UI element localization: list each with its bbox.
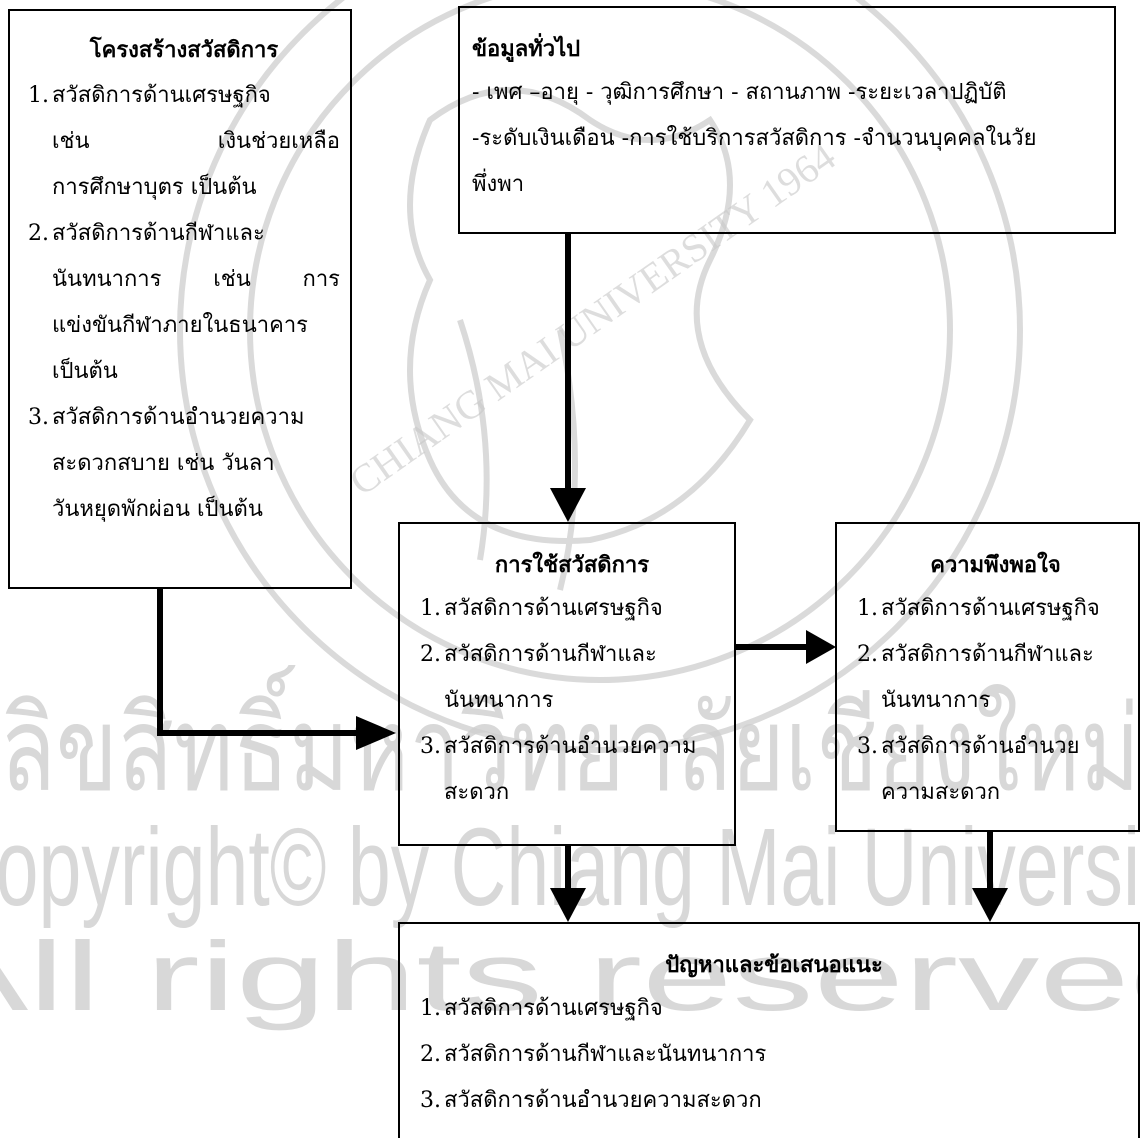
item-text: สวัสดิการด้านกีฬาและนันทนาการ bbox=[881, 632, 1134, 724]
general-info-box: ข้อมูลทั่วไป - เพศ –อายุ - วุฒิการศึกษา … bbox=[458, 6, 1116, 234]
item-line: สวัสดิการด้านกีฬาและนันทนาการ bbox=[444, 1042, 767, 1067]
item-line: นันทนาการ เช่น การ bbox=[52, 267, 340, 292]
item-line: สวัสดิการด้านเศรษฐกิจ bbox=[444, 596, 663, 621]
item-line: เป็นต้น bbox=[52, 359, 118, 384]
arrow-structure-to-usage bbox=[157, 588, 358, 736]
item-line: สะดวกสบาย เช่น วันลา bbox=[52, 451, 275, 476]
item-text: สวัสดิการด้านเศรษฐกิจ bbox=[881, 586, 1134, 632]
item-number: 3. bbox=[28, 405, 49, 430]
item-line: สวัสดิการด้านอำนวยความ bbox=[52, 405, 305, 430]
item-line: วันหยุดพักผ่อน เป็นต้น bbox=[52, 497, 263, 522]
item-text: สวัสดิการด้านอำนวยความสะดวก bbox=[444, 724, 724, 816]
item-line: เช่น เงินช่วยเหลือ bbox=[52, 129, 340, 154]
item-number: 1. bbox=[420, 596, 441, 621]
general-info-line: -ระดับเงินเดือน -การใช้บริการสวัสดิการ -… bbox=[472, 126, 1037, 151]
item-text: สวัสดิการด้านกีฬาและนันทนาการ bbox=[444, 1032, 1128, 1078]
problems-box: ปัญหาและข้อเสนอแนะ 1.สวัสดิการด้านเศรษฐก… bbox=[398, 922, 1140, 1138]
list-item: 2.สวัสดิการด้านกีฬาและนันทนาการ เช่น การ… bbox=[28, 211, 340, 395]
item-text: สวัสดิการด้านอำนวยความสะดวกสบาย เช่น วัน… bbox=[52, 395, 340, 533]
item-number: 1. bbox=[857, 596, 878, 621]
arrowhead-right-satisfaction bbox=[806, 630, 836, 664]
item-text: สวัสดิการด้านกีฬาและนันทนาการ เช่น การแข… bbox=[52, 211, 340, 395]
item-number: 2. bbox=[857, 642, 878, 667]
arrowhead-down-satisfaction bbox=[972, 888, 1008, 922]
list-item: 3.สวัสดิการด้านอำนวยความสะดวก bbox=[857, 724, 1134, 816]
item-text: สวัสดิการด้านเศรษฐกิจ bbox=[444, 586, 724, 632]
item-line: ความสะดวก bbox=[881, 780, 1001, 805]
item-line: นันทนาการ bbox=[444, 688, 554, 713]
item-line: สวัสดิการด้านอำนวยความ bbox=[444, 734, 697, 759]
list-item: 1.สวัสดิการด้านเศรษฐกิจ bbox=[857, 586, 1134, 632]
item-text: สวัสดิการด้านกีฬาและนันทนาการ bbox=[444, 632, 724, 724]
item-line: แข่งขันกีฬาภายในธนาคาร bbox=[52, 313, 308, 338]
usage-title: การใช้สวัสดิการ bbox=[494, 552, 650, 578]
item-number: 2. bbox=[28, 221, 49, 246]
item-text: สวัสดิการด้านอำนวยความสะดวก bbox=[881, 724, 1134, 816]
list-item: 2.สวัสดิการด้านกีฬาและนันทนาการ bbox=[420, 1032, 1128, 1078]
arrowhead-right-usage bbox=[356, 716, 396, 750]
list-item: 3.สวัสดิการด้านอำนวยความสะดวก bbox=[420, 1078, 1128, 1124]
problems-title: ปัญหาและข้อเสนอแนะ bbox=[665, 952, 883, 978]
item-line: สวัสดิการด้านกีฬาและ bbox=[52, 221, 265, 246]
list-item: 1.สวัสดิการด้านเศรษฐกิจเช่น เงินช่วยเหลื… bbox=[28, 73, 340, 211]
structure-list: 1.สวัสดิการด้านเศรษฐกิจเช่น เงินช่วยเหลื… bbox=[28, 73, 340, 533]
list-item: 1.สวัสดิการด้านเศรษฐกิจ bbox=[420, 586, 724, 632]
item-line: สะดวก bbox=[444, 780, 510, 805]
list-item: 1.สวัสดิการด้านเศรษฐกิจ bbox=[420, 986, 1128, 1032]
list-item: 2.สวัสดิการด้านกีฬาและนันทนาการ bbox=[857, 632, 1134, 724]
item-number: 3. bbox=[857, 734, 878, 759]
list-item: 2.สวัสดิการด้านกีฬาและนันทนาการ bbox=[420, 632, 724, 724]
general-info-line: พึ่งพา bbox=[472, 172, 525, 197]
satisfaction-title: ความพึงพอใจ bbox=[930, 552, 1061, 578]
item-line: สวัสดิการด้านอำนวย bbox=[881, 734, 1080, 759]
item-text: สวัสดิการด้านเศรษฐกิจเช่น เงินช่วยเหลือก… bbox=[52, 73, 340, 211]
item-number: 1. bbox=[420, 996, 441, 1021]
structure-box: โครงสร้างสวัสดิการ 1.สวัสดิการด้านเศรษฐก… bbox=[8, 9, 352, 589]
item-number: 3. bbox=[420, 1088, 441, 1113]
item-line: สวัสดิการด้านเศรษฐกิจ bbox=[52, 83, 271, 108]
item-line: นันทนาการ bbox=[881, 688, 991, 713]
arrowhead-down-usage bbox=[550, 888, 586, 922]
structure-title: โครงสร้างสวัสดิการ bbox=[89, 37, 279, 63]
item-number: 3. bbox=[420, 734, 441, 759]
list-item: 3.สวัสดิการด้านอำนวยความสะดวกสบาย เช่น ว… bbox=[28, 395, 340, 533]
item-text: สวัสดิการด้านอำนวยความสะดวก bbox=[444, 1078, 1128, 1124]
item-text: สวัสดิการด้านเศรษฐกิจ bbox=[444, 986, 1128, 1032]
arrowhead-down-general bbox=[550, 488, 586, 522]
item-line: สวัสดิการด้านกีฬาและ bbox=[444, 642, 657, 667]
item-line: สวัสดิการด้านเศรษฐกิจ bbox=[444, 996, 663, 1021]
item-line: สวัสดิการด้านกีฬาและ bbox=[881, 642, 1094, 667]
list-item: 3.สวัสดิการด้านอำนวยความสะดวก bbox=[420, 724, 724, 816]
item-number: 2. bbox=[420, 1042, 441, 1067]
general-info-title: ข้อมูลทั่วไป bbox=[472, 36, 581, 62]
item-line: การศึกษาบุตร เป็นต้น bbox=[52, 175, 257, 200]
item-line: สวัสดิการด้านเศรษฐกิจ bbox=[881, 596, 1100, 621]
item-line: สวัสดิการด้านอำนวยความสะดวก bbox=[444, 1088, 762, 1113]
item-number: 2. bbox=[420, 642, 441, 667]
general-info-line: - เพศ –อายุ - วุฒิการศึกษา - สถานภาพ -ระ… bbox=[472, 80, 1007, 105]
item-number: 1. bbox=[28, 83, 49, 108]
